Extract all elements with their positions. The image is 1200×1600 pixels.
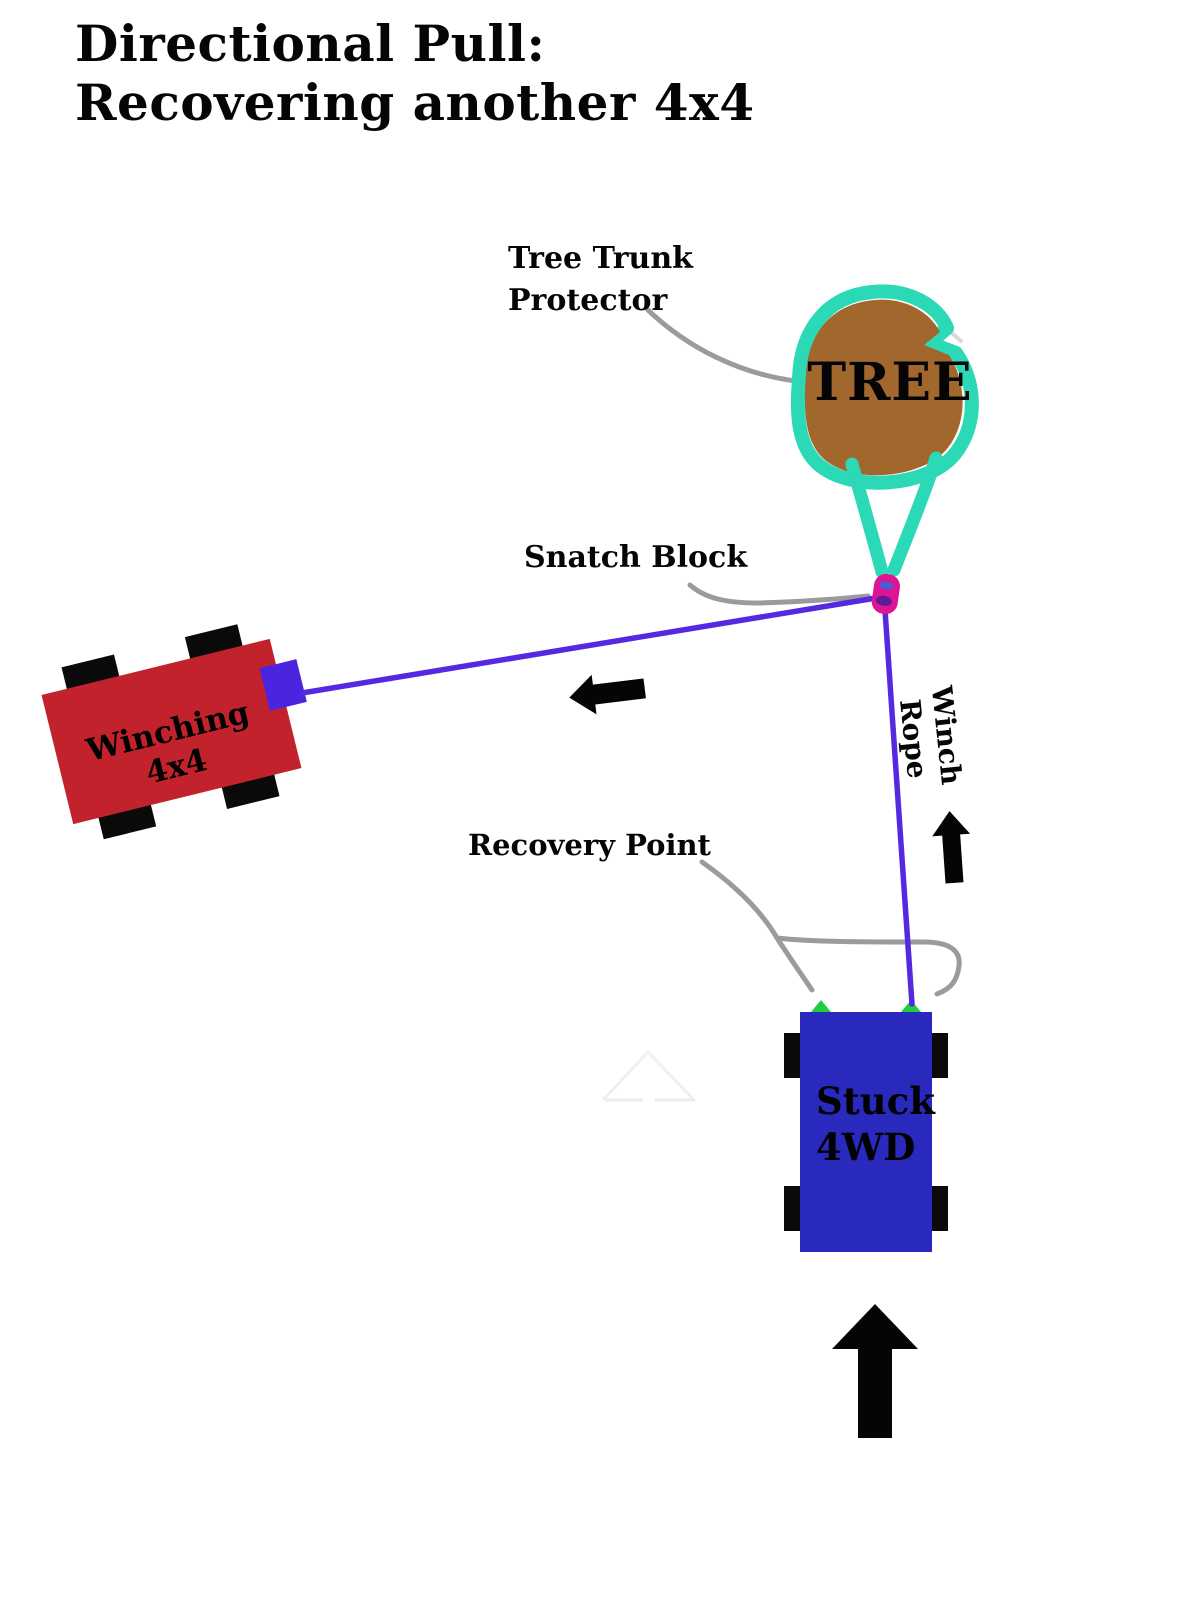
tree-trunk-protector-label-line2: Protector — [508, 283, 668, 318]
stuck-vehicle-body — [800, 1012, 932, 1252]
stuck-vehicle-label-line1: Stuck — [816, 1079, 935, 1123]
tree-bite-mark — [938, 321, 963, 343]
recovery-point-label: Recovery Point — [468, 828, 711, 862]
page-title: Directional Pull: Recovering another 4x4 — [75, 14, 755, 132]
direction-arrow-up-large — [832, 1304, 918, 1438]
stuck-vehicle-wheel — [784, 1186, 803, 1231]
winch-rope-to-winching-vehicle — [299, 595, 879, 696]
stuck-vehicle-wheel — [929, 1033, 948, 1078]
stuck-vehicle-label: Stuck 4WD — [816, 1078, 935, 1170]
pointer-recovery-point-left — [699, 859, 815, 993]
recovery-point-right — [901, 1000, 921, 1012]
page-title-line1: Directional Pull: — [75, 14, 546, 73]
winching-vehicle: Winching 4x4 — [41, 624, 307, 840]
tree-strap-tails — [845, 451, 943, 579]
pointer-recovery-point-right — [774, 935, 962, 997]
tree-trunk-protector-label-line1: Tree Trunk — [508, 241, 693, 276]
snatch-block — [871, 573, 900, 615]
ghost-arrow — [601, 1050, 696, 1102]
snatch-block-label: Snatch Block — [524, 540, 748, 575]
recovery-point-left — [811, 1000, 831, 1012]
stuck-vehicle-wheel — [784, 1033, 803, 1078]
stuck-vehicle-label-line2: 4WD — [816, 1125, 916, 1169]
stuck-vehicle-wheel — [929, 1186, 948, 1231]
direction-arrow-left — [569, 674, 646, 715]
tree-label: TREE — [807, 352, 973, 413]
page-title-line2: Recovering another 4x4 — [75, 73, 755, 132]
winch-rope-label: Winch Rope — [893, 684, 969, 787]
pointer-snatch-block — [687, 582, 871, 606]
tree-trunk-protector-label: Tree Trunk Protector — [508, 238, 693, 322]
